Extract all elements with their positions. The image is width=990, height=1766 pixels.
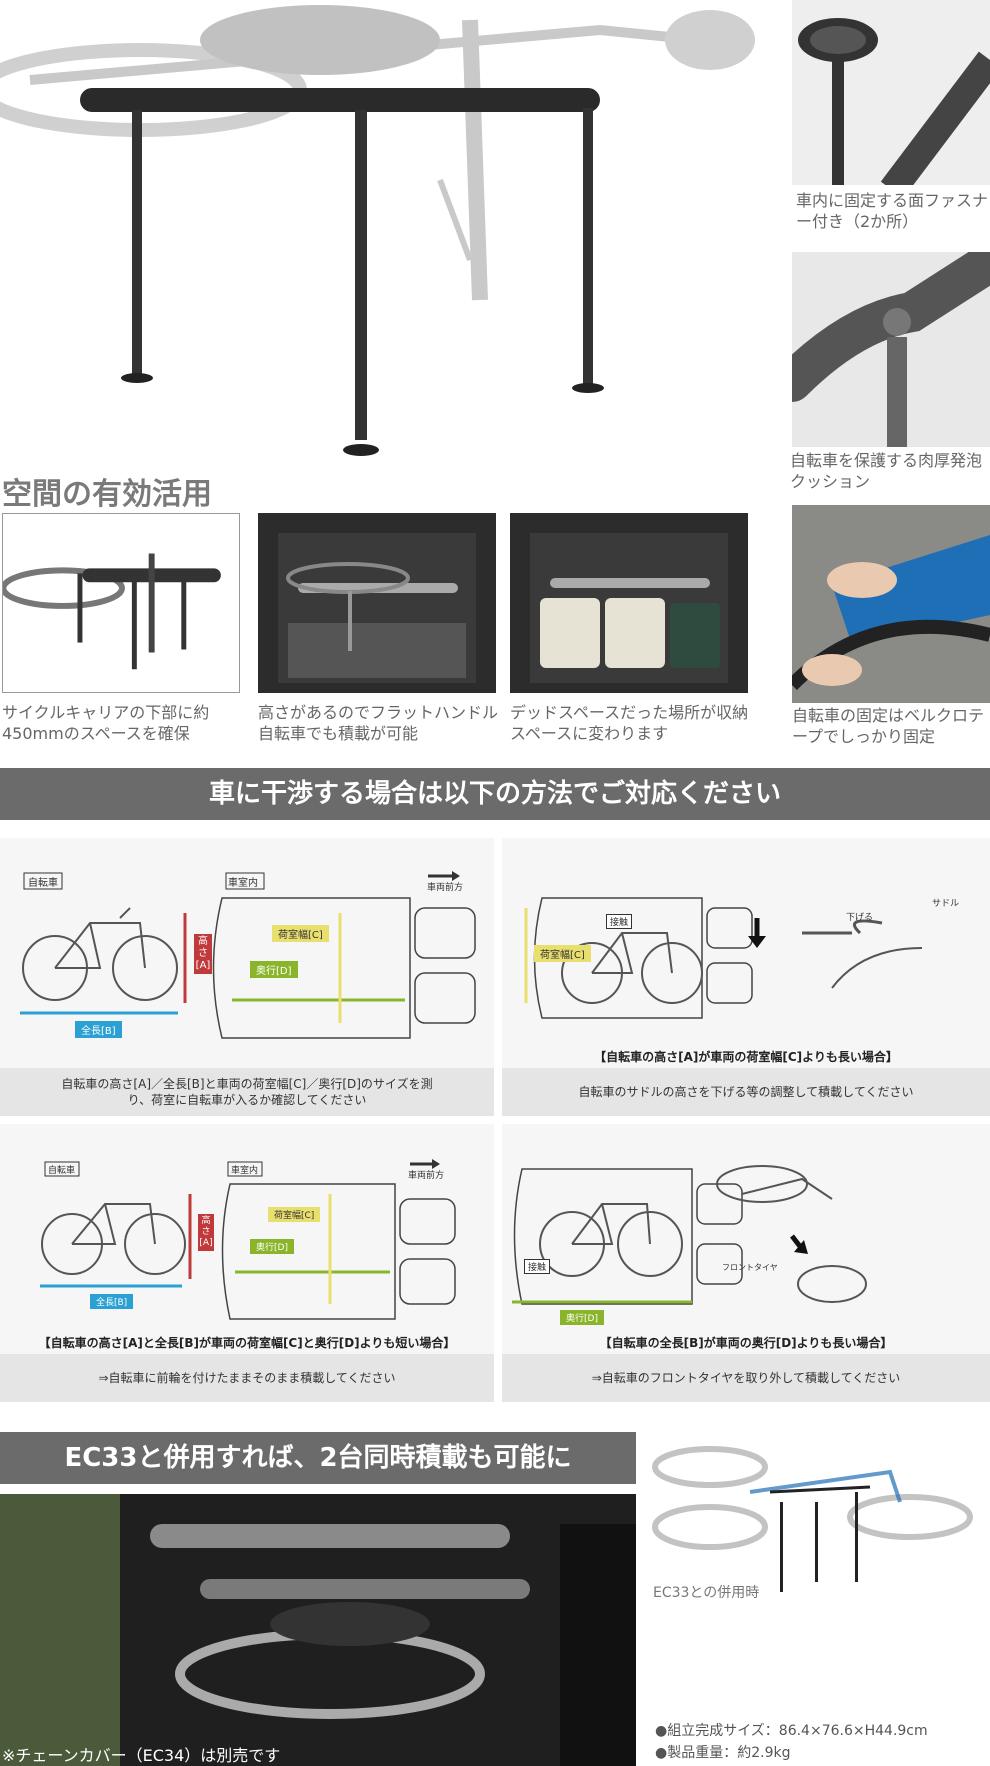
label-width-C-2: 荷室幅[C] [268, 1207, 321, 1222]
panel-front-tire-footer: ⇒自転車のフロントタイヤを取り外して積載してください [502, 1354, 990, 1402]
label-forward: 車両前方 [427, 883, 464, 893]
label-lower: 下げる [846, 913, 874, 923]
spec-size: ●組立完成サイズ：86.4×76.6×H44.9cm [655, 1723, 928, 1739]
hero-carrier-photo [0, 0, 790, 460]
panel-saddle-footer: 自転車のサドルの高さを下げる等の調整して積載してください [502, 1068, 990, 1116]
label-depth-D-3: 奥行[D] [560, 1310, 604, 1325]
label-length-B: 全長[B] [75, 1021, 122, 1038]
ec33-caption: EC33との併用時 [653, 1585, 760, 1601]
cushion-caption: 自転車を保護する肉厚発泡クッション [790, 451, 983, 491]
panel-measure-footer: 自転車の高さ[A]／全長[B]と車両の荷室幅[C]／奥行[D]のサイズを測り、荷… [0, 1068, 494, 1116]
velcro-caption: 自転車の固定はベルクロテープでしっかり固定 [792, 706, 985, 746]
diagram-panel-saddle: 接触 荷室幅[C] 下げる サドル 【自転車の高さ[A]が車両の荷室幅[C]より… [502, 838, 990, 1116]
label-front-tire: フロントタイヤ [722, 1263, 778, 1272]
label-depth-D-2: 奥行[D] [250, 1239, 294, 1254]
fastener-caption: 車内に固定する面ファスナー付き（2か所） [796, 191, 989, 231]
label-bicycle: 自転車 [28, 878, 58, 889]
carrier-underside-photo [2, 513, 240, 693]
label-depth-D: 奥行[D] [250, 961, 298, 978]
space-caption-1: サイクルキャリアの下部に約450mmのスペースを確保 [2, 703, 210, 743]
label-contact-2: 接触 [524, 1259, 551, 1274]
label-height-A-2: 高さ[A] [198, 1214, 214, 1251]
label-bicycle-2: 自転車 [48, 1166, 76, 1176]
label-cargo-width: 荷室幅[C] [534, 945, 591, 962]
label-interior-2: 車室内 [231, 1166, 259, 1176]
combo-banner: EC33と併用すれば、2台同時積載も可能に [0, 1432, 636, 1484]
trunk-flat-bar-photo [258, 513, 496, 693]
label-length-B-2: 全長[B] [90, 1294, 134, 1309]
diagram-panel-measure: 自転車 車室内 車両前方 高さ[A] 全長[B] 荷室幅[C] 奥行[D] 自転… [0, 838, 494, 1116]
panel-fits-condition: 【自転車の高さ[A]と全長[B]が車両の荷室幅[C]と奥行[D]よりも短い場合】 [38, 1336, 456, 1350]
ec33-combo-photo [650, 1432, 990, 1600]
label-width-C: 荷室幅[C] [272, 925, 329, 942]
two-bike-trunk-photo [0, 1494, 636, 1766]
space-caption-3: デッドスペースだった場所が収納スペースに変わります [510, 703, 749, 743]
interference-banner: 車に干渉する場合は以下の方法でご対応ください [0, 768, 990, 820]
diagram-panel-front-tire: 接触 奥行[D] フロントタイヤ 【自転車の全長[B]が車両の奥行[D]よりも長… [502, 1124, 990, 1402]
spec-weight: ●製品重量：約2.9kg [655, 1745, 791, 1761]
chain-cover-note: ※チェーンカバー（EC34）は別売です [2, 1746, 281, 1765]
label-saddle: サドル [932, 899, 960, 909]
panel-front-tire-condition: 【自転車の全長[B]が車両の奥行[D]よりも長い場合】 [599, 1336, 893, 1350]
label-contact: 接触 [606, 914, 633, 929]
panel-fits-footer: ⇒自転車に前輪を付けたままそのまま積載してください [0, 1354, 494, 1402]
fastener-photo [792, 0, 990, 185]
label-interior: 車室内 [228, 878, 258, 889]
space-caption-2: 高さがあるのでフラットハンドル自転車でも積載が可能 [258, 703, 499, 743]
cushion-photo [792, 252, 990, 447]
trunk-storage-photo [510, 513, 748, 693]
diagram-panel-fits: 自転車 車室内 車両前方 高さ[A] 全長[B] 荷室幅[C] 奥行[D] 【自… [0, 1124, 494, 1402]
space-heading: 空間の有効活用 [2, 477, 212, 512]
velcro-photo [792, 505, 990, 703]
label-forward-2: 車両前方 [408, 1171, 445, 1181]
panel-saddle-condition: 【自転車の高さ[A]が車両の荷室幅[C]よりも長い場合】 [594, 1050, 898, 1064]
label-height-A: 高さ[A] [194, 934, 212, 974]
